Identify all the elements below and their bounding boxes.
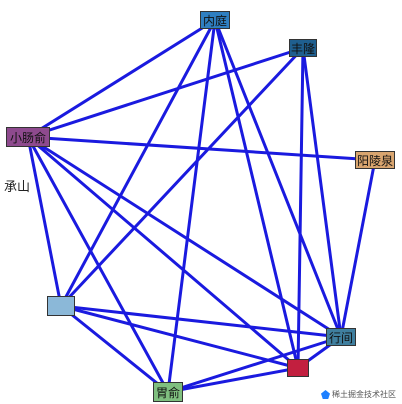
edge-blank-shuifen: [59, 304, 300, 370]
edge-zhuwan-hejian: [301, 46, 343, 339]
edge-zhuwan-shuifen: [296, 46, 305, 370]
edge-xiaochangshu-yanglingquan: [26, 135, 377, 162]
node-neiting: 内庭: [200, 11, 230, 29]
edge-blank-weishu: [59, 304, 170, 394]
node-hejian: 行间: [326, 328, 356, 346]
node-weishu: 胃俞: [153, 382, 183, 402]
node-zhuwan: 丰隆: [289, 39, 317, 57]
juejin-logo-icon: [321, 390, 330, 399]
edge-xiaochangshu-hejian: [26, 135, 343, 339]
edge-neiting-shuifen: [213, 18, 300, 370]
edge-neiting-xiaochangshu: [26, 18, 217, 139]
node-xiaochangshu: 小肠俞: [6, 127, 50, 147]
edge-neiting-blank: [59, 18, 217, 308]
edge-neiting-weishu: [166, 18, 217, 394]
edge-xiaochangshu-blank: [26, 135, 63, 308]
label-chengshan: 承山: [4, 180, 31, 195]
edge-zhuwan-xiaochangshu: [26, 46, 305, 139]
node-shuifen: [287, 359, 309, 377]
edge-hejian-weishu: [166, 335, 343, 394]
edge-yanglingquan-hejian: [339, 158, 377, 339]
edge-shuifen-weishu: [166, 366, 300, 394]
watermark-text: 稀土掘金技术社区: [332, 390, 396, 399]
edge-xiaochangshu-shuifen: [26, 135, 300, 370]
edge-blank-hejian: [59, 304, 343, 339]
edge-zhuwan-blank: [59, 46, 305, 308]
watermark: 稀土掘金技术社区: [321, 389, 396, 400]
edge-neiting-hejian: [213, 18, 343, 339]
edge-xiaochangshu-weishu: [26, 135, 170, 394]
node-yanglingquan: 阳陵泉: [355, 151, 395, 169]
node-blank: [47, 296, 75, 316]
